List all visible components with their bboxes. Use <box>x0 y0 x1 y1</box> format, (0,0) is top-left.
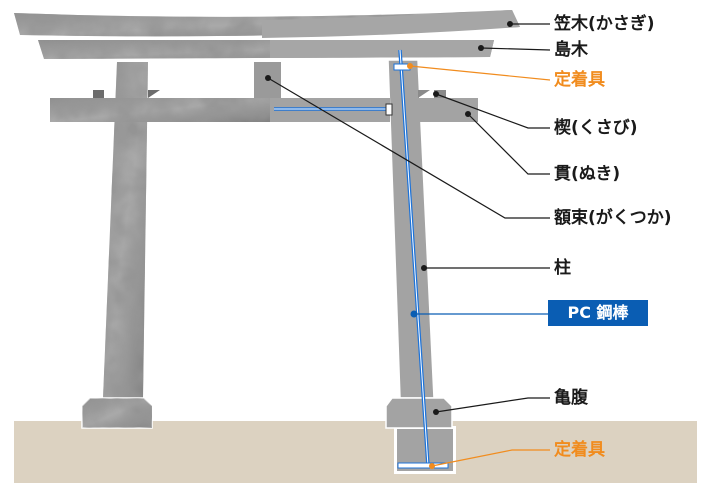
nuki-end <box>418 98 478 122</box>
label-anchor-bottom: 定着具 <box>554 440 605 460</box>
leader-dots <box>265 21 513 469</box>
kasagi-cutaway <box>262 10 520 38</box>
leader-lines <box>267 23 551 467</box>
label-gakuzuka: 額束(がくつか) <box>554 208 672 228</box>
bottom-anchor-plate <box>397 462 449 469</box>
leader-nuki <box>467 113 550 175</box>
leader-kamebara <box>435 397 550 413</box>
leader-anchor-top <box>409 65 551 81</box>
dot-anchor-top <box>407 63 413 69</box>
dot-gakuzuka <box>265 75 271 81</box>
pc-steel-bar <box>274 49 449 469</box>
label-kusabi: 楔(くさび) <box>554 118 638 138</box>
leader-anchor-bottom <box>431 449 550 467</box>
dot-hashira <box>421 265 427 271</box>
dot-nuki <box>465 111 471 117</box>
label-shimaki: 島木 <box>554 40 588 60</box>
label-nuki: 貫(ぬき) <box>554 164 621 184</box>
dot-kusabi <box>433 91 439 97</box>
leader-gakuzuka <box>267 77 550 219</box>
dot-pc-bar <box>410 310 418 318</box>
label-kamebara: 亀腹 <box>554 388 588 408</box>
left-wedge-outer <box>93 90 104 98</box>
leader-shimaki <box>480 47 551 51</box>
right-kamebara <box>385 397 453 429</box>
right-wedge-outer <box>418 90 430 98</box>
left-wedge-inner <box>148 90 160 98</box>
dot-anchor-bottom <box>429 463 435 469</box>
nuki-anchor-plate <box>385 103 393 116</box>
dot-shimaki <box>478 45 484 51</box>
ground <box>14 421 697 483</box>
label-anchor-top: 定着具 <box>554 70 605 90</box>
leader-kusabi <box>435 93 550 129</box>
dot-kamebara <box>433 409 439 415</box>
dot-kasagi <box>507 21 513 27</box>
label-hashira: 柱 <box>554 258 571 278</box>
label-pc-bar: PC 鋼棒 <box>548 300 648 326</box>
label-kasagi: 笠木(かさぎ) <box>554 14 655 34</box>
shimaki-cutaway <box>270 40 494 58</box>
